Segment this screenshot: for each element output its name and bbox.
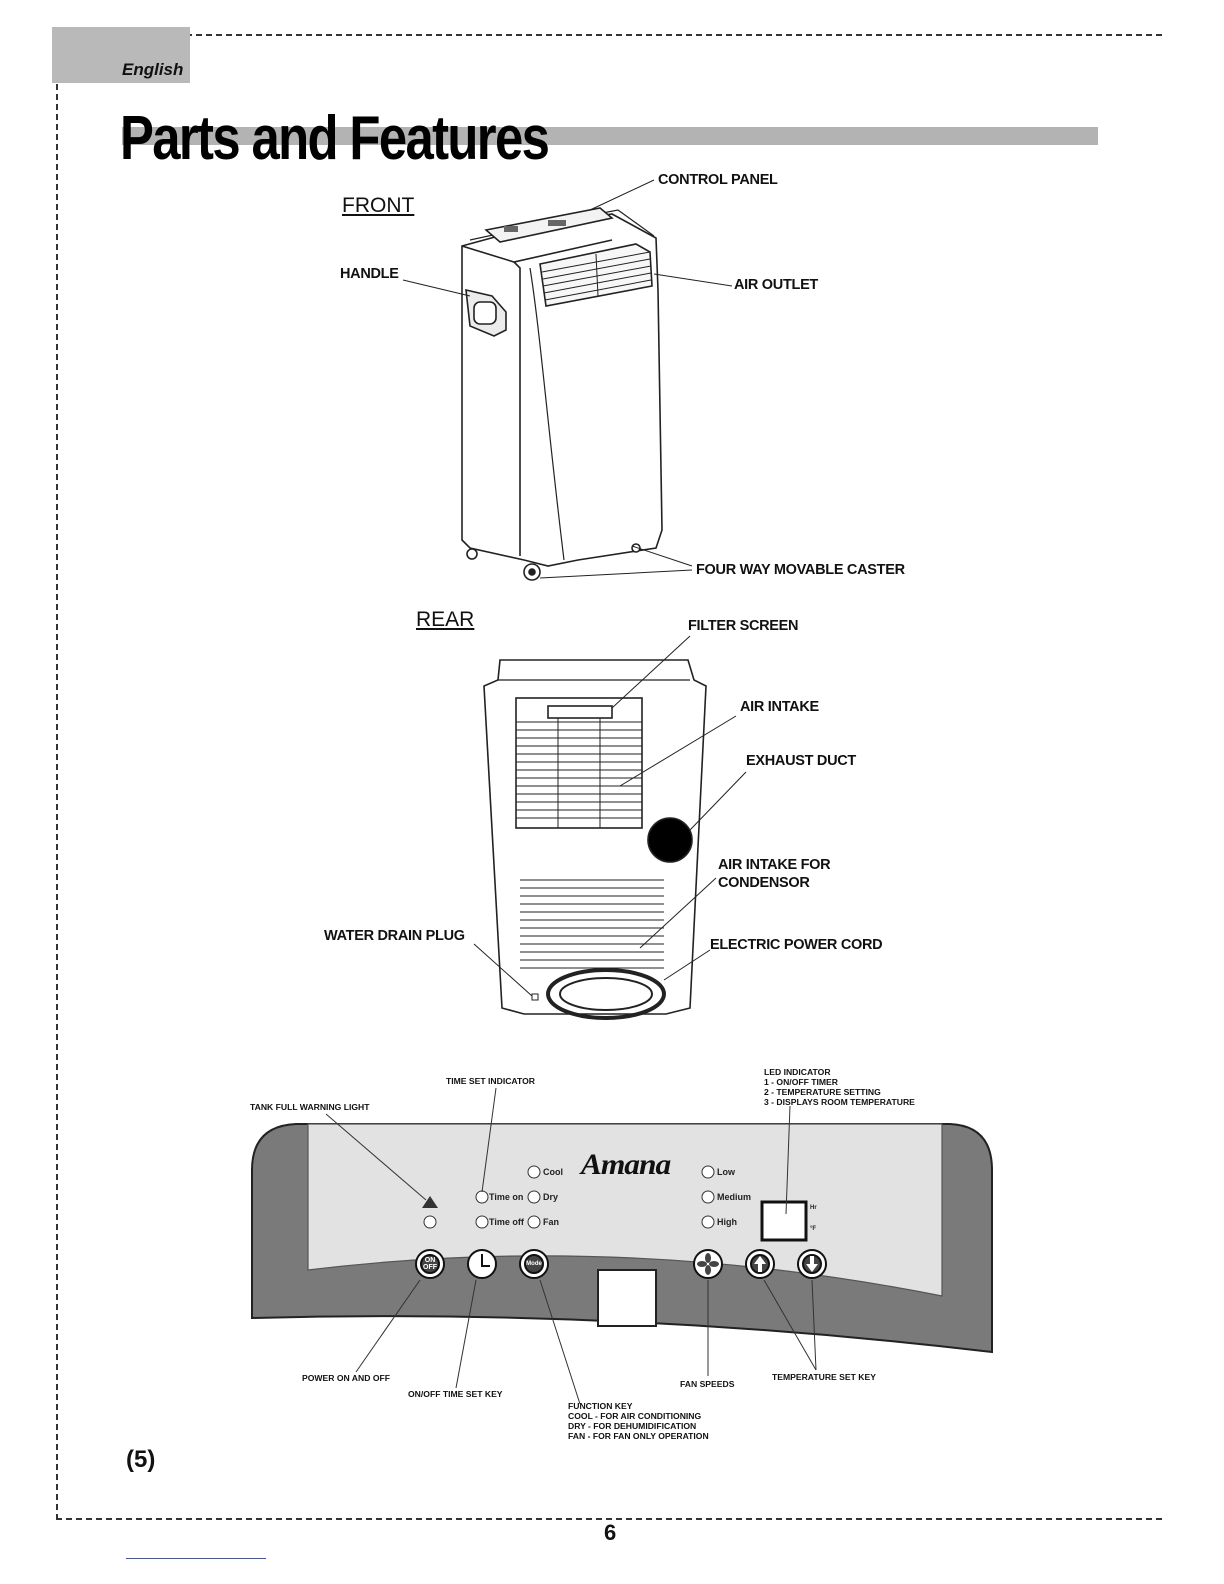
- indicator-time-on: Time on: [489, 1192, 524, 1202]
- unit-hr: Hr: [810, 1205, 817, 1211]
- page-title: Parts and Features: [120, 104, 550, 173]
- indicator-dry: Dry: [543, 1192, 559, 1202]
- indicator-cool: Cool: [543, 1167, 563, 1177]
- front-heading: FRONT: [342, 194, 415, 217]
- rear-unit-illustration: [473, 635, 747, 1020]
- label-caster: FOUR WAY MOVABLE CASTER: [696, 562, 905, 578]
- label-timer-key: ON/OFF TIME SET KEY: [408, 1389, 503, 1399]
- label-tank-full: TANK FULL WARNING LIGHT: [250, 1102, 370, 1112]
- control-panel-illustration: [251, 1087, 993, 1405]
- mode-key-label: Mode: [526, 1261, 542, 1267]
- rear-heading: REAR: [416, 608, 475, 631]
- language-label: English: [122, 60, 184, 79]
- indicator-low: Low: [717, 1167, 735, 1177]
- section-number: (5): [126, 1446, 156, 1473]
- label-air-outlet: AIR OUTLET: [734, 277, 818, 293]
- indicator-time-off: Time off: [489, 1217, 524, 1227]
- label-condensor-line2: CONDENSOR: [718, 875, 810, 891]
- label-function-key: FUNCTION KEY COOL - FOR AIR CONDITIONING…: [568, 1401, 709, 1441]
- label-power: POWER ON AND OFF: [302, 1373, 391, 1383]
- page-frame: [56, 34, 1162, 1520]
- unit-f: °F: [810, 1226, 817, 1232]
- label-exhaust-duct: EXHAUST DUCT: [746, 753, 856, 769]
- label-power-cord: ELECTRIC POWER CORD: [710, 937, 883, 953]
- label-water-drain: WATER DRAIN PLUG: [324, 928, 465, 944]
- footer-rule: [126, 1558, 266, 1559]
- label-led-indicator: LED INDICATOR 1 - ON/OFF TIMER 2 - TEMPE…: [764, 1067, 915, 1107]
- front-unit-illustration: [402, 179, 733, 581]
- label-condensor-line1: AIR INTAKE FOR: [718, 857, 831, 873]
- title-bar: [122, 127, 1098, 145]
- brand-logo: Amana: [580, 1148, 671, 1181]
- label-time-set-indicator: TIME SET INDICATOR: [446, 1076, 535, 1086]
- on-off-key-label: ON OFF: [423, 1257, 437, 1271]
- label-handle: HANDLE: [340, 266, 399, 282]
- indicator-fan: Fan: [543, 1217, 560, 1227]
- language-tab: English: [52, 27, 190, 83]
- label-filter-screen: FILTER SCREEN: [688, 618, 799, 634]
- label-control-panel: CONTROL PANEL: [658, 172, 778, 188]
- indicator-high: High: [717, 1217, 737, 1227]
- label-air-intake: AIR INTAKE: [740, 699, 819, 715]
- label-fan-speeds: FAN SPEEDS: [680, 1379, 735, 1389]
- indicator-medium: Medium: [717, 1192, 752, 1202]
- label-temp-key: TEMPERATURE SET KEY: [772, 1372, 876, 1382]
- page-number: 6: [604, 1520, 617, 1545]
